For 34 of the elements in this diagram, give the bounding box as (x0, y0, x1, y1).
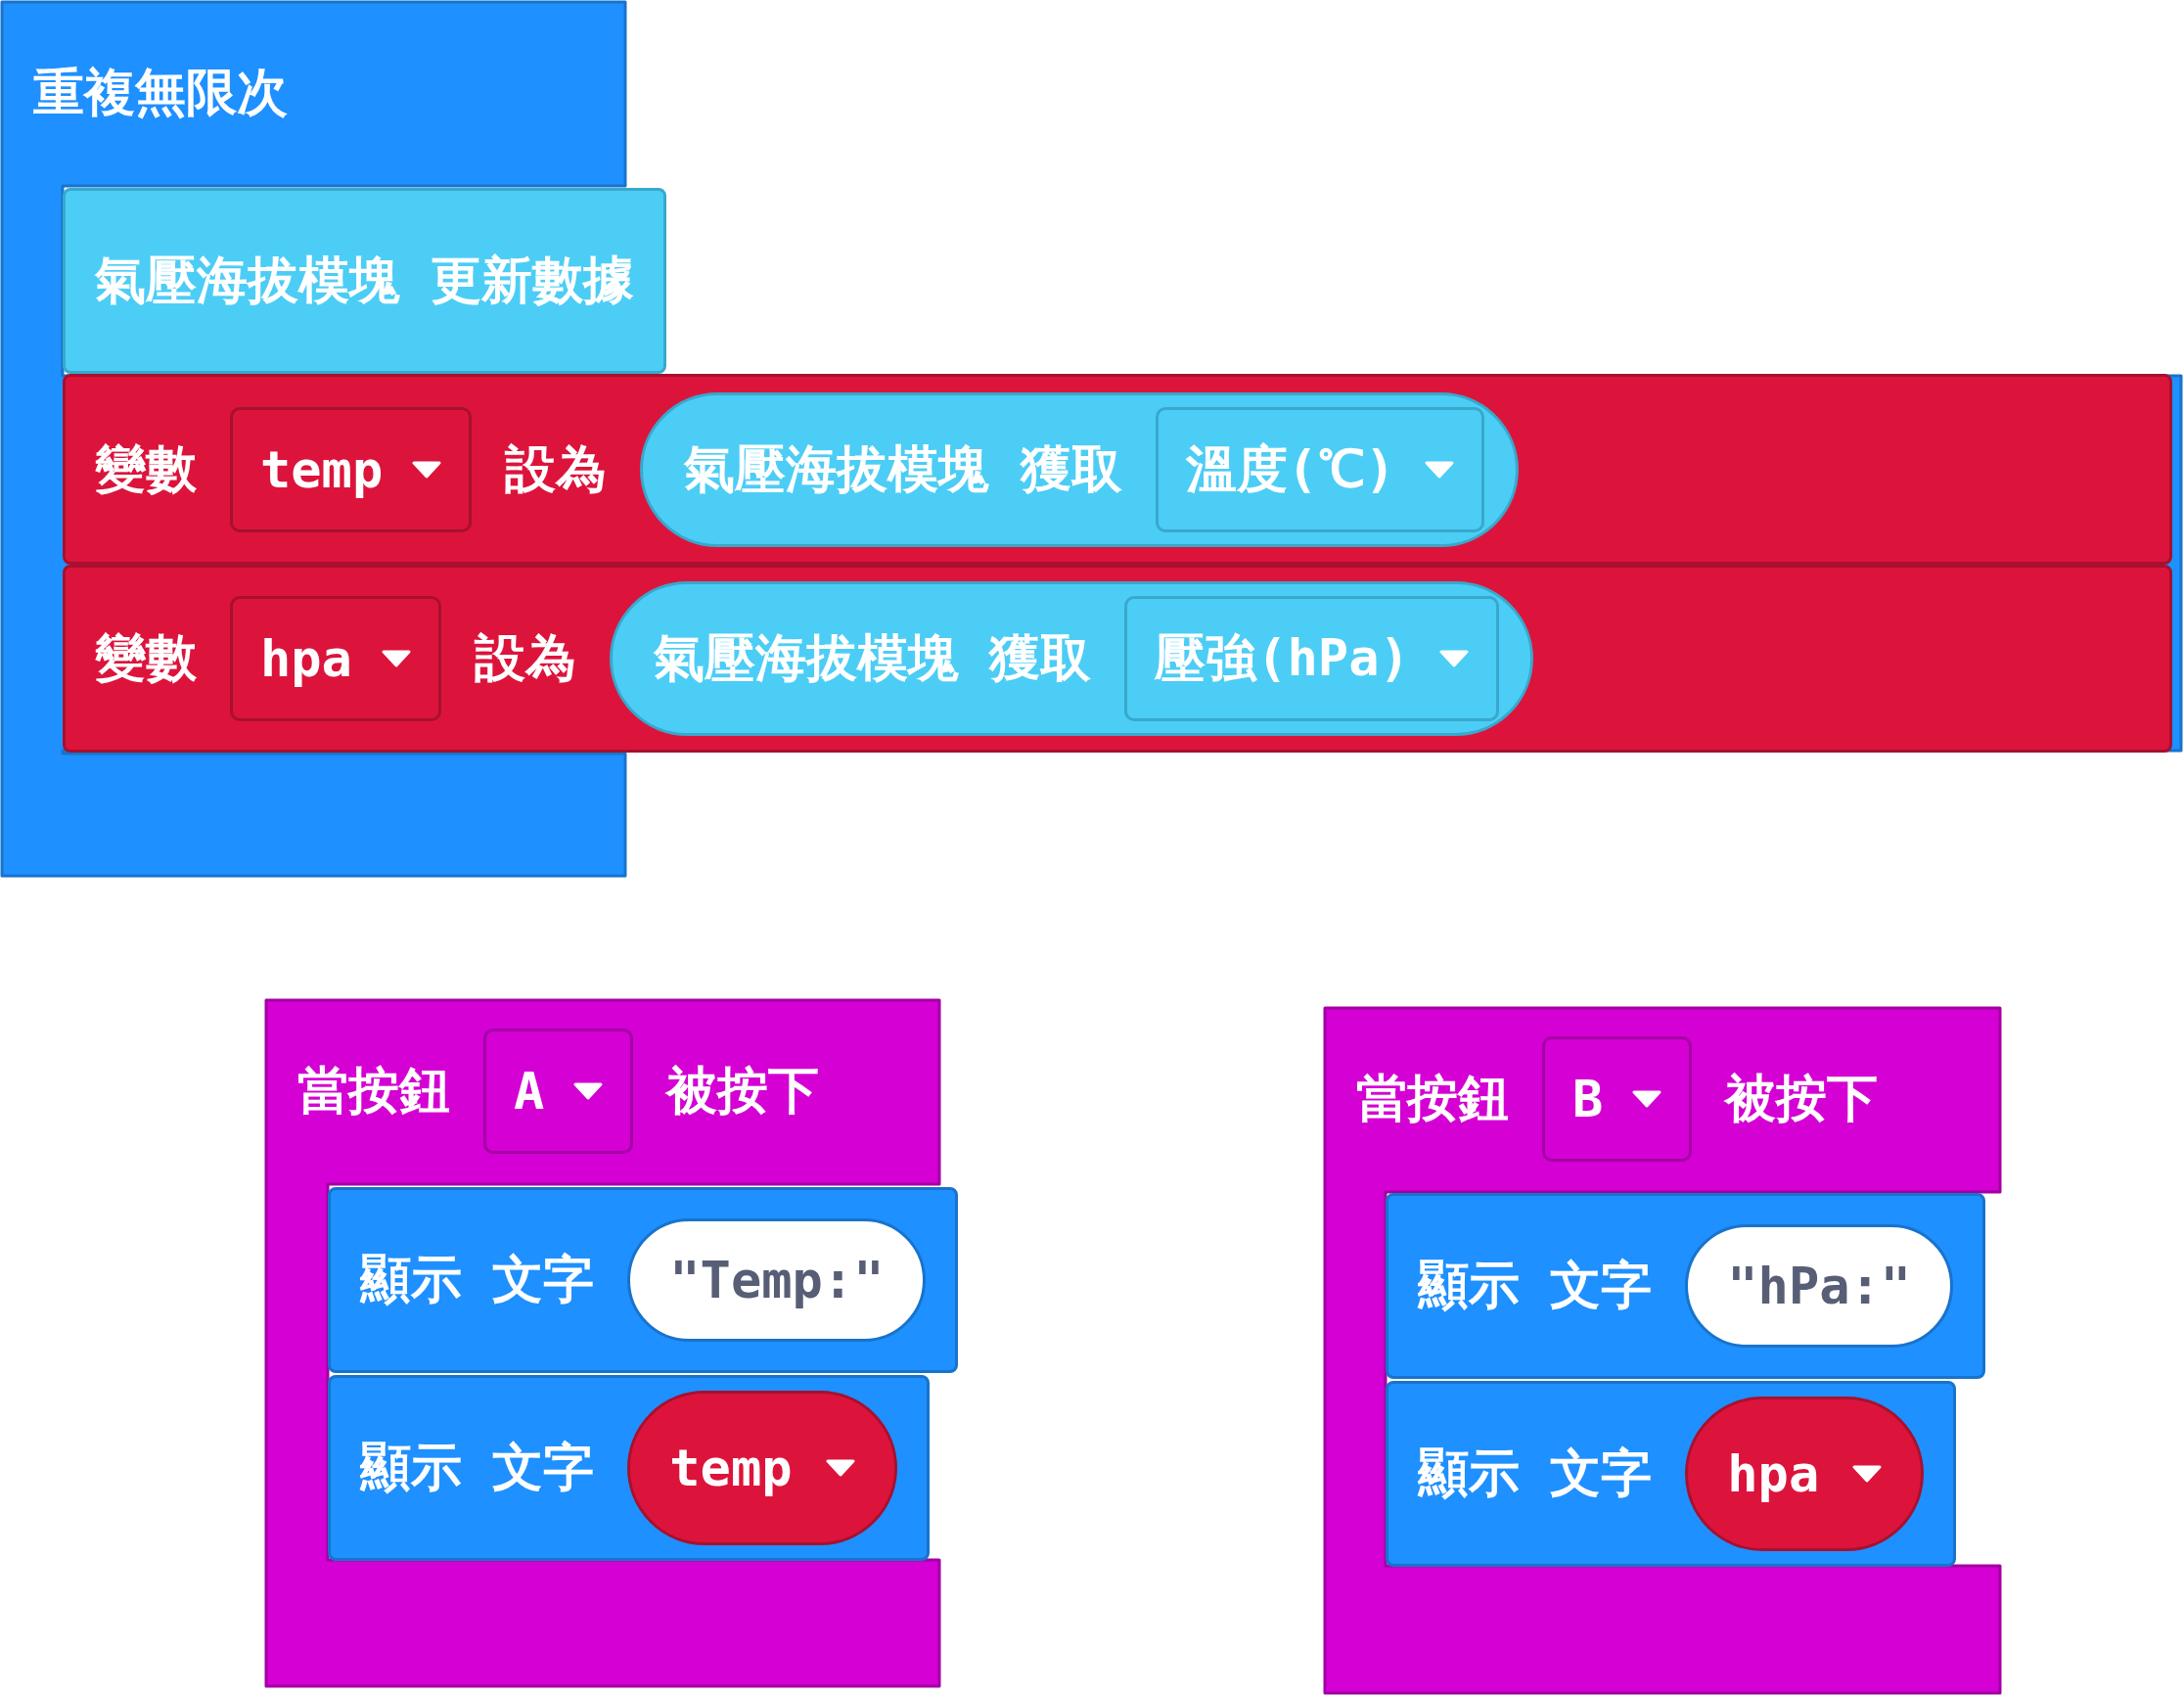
block-label: 顯示 文字 (360, 1437, 595, 1498)
loop-block (0, 0, 2184, 878)
block-label: 當按鈕 (297, 1060, 450, 1122)
variable-reporter: hpa (1685, 1397, 1925, 1551)
block-label: 變數 (95, 627, 197, 689)
block-label: 氣壓海拔模塊 獲取 (653, 627, 1092, 689)
command-block (1386, 1381, 1957, 1567)
set-variable-block (63, 565, 2172, 753)
dropdown-field: A (483, 1029, 634, 1154)
command-block (63, 188, 667, 374)
command-block (328, 1375, 930, 1561)
block-label: 當按鈕 (1356, 1068, 1509, 1129)
text-input-field: "hPa:" (1685, 1224, 1954, 1348)
variable-reporter: temp (627, 1391, 897, 1545)
dropdown-field: 溫度(℃) (1155, 406, 1485, 532)
block-label: 顯示 文字 (1418, 1443, 1653, 1504)
dropdown-field: temp (230, 406, 473, 532)
block-label: 顯示 文字 (1418, 1255, 1653, 1316)
block-label: 氣壓海拔模塊 更新數據 (95, 250, 635, 311)
block-label: 氣壓海拔模塊 獲取 (684, 437, 1122, 500)
block-label: 被按下 (1725, 1068, 1879, 1129)
dropdown-field: B (1542, 1036, 1693, 1162)
command-block (328, 1187, 959, 1373)
dropdown-field: hpa (230, 596, 441, 721)
block-label: 重複無限次 (33, 62, 288, 123)
set-variable-block (63, 374, 2172, 565)
command-block (1386, 1193, 1986, 1379)
block-label: 設為 (505, 437, 608, 500)
block-label: 設為 (474, 627, 576, 689)
text-input-field: "Temp:" (627, 1218, 927, 1342)
block-label: 變數 (95, 437, 197, 500)
dropdown-field: 壓強(hPa) (1124, 596, 1499, 721)
block-label: 被按下 (666, 1060, 820, 1122)
block-label: 顯示 文字 (360, 1249, 595, 1310)
